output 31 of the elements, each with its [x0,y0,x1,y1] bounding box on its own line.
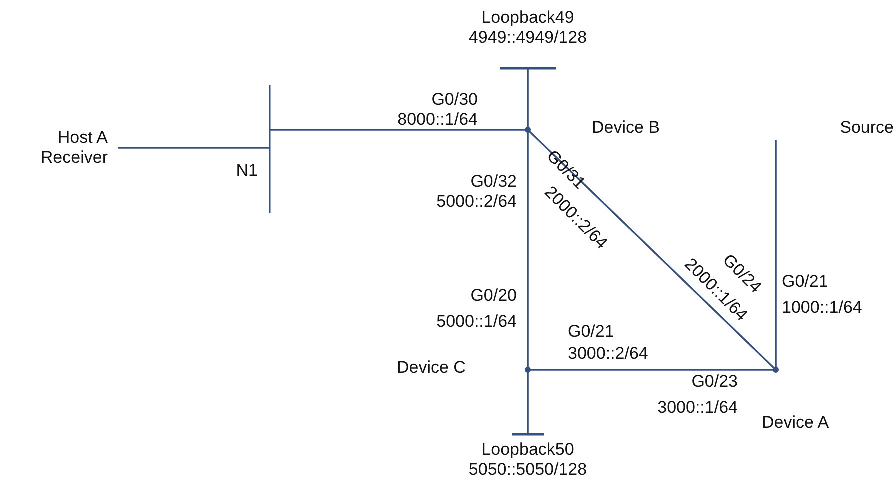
link-line [528,369,776,371]
node-label: Receiver [40,148,108,168]
interface-label: G0/23 [692,372,738,392]
interface-label: 8000::1/64 [398,110,478,130]
interface-label: G0/21 [782,272,828,292]
interface-label: 1000::1/64 [782,298,862,318]
interface-label: 3000::2/64 [568,344,648,364]
link-line [527,370,529,435]
node-label: Host A [58,128,108,148]
node-label: 4949::4949/128 [468,28,588,48]
device-label: Device B [592,118,660,138]
device-label: Device C [397,358,466,378]
interface-label: 5000::2/64 [436,192,517,212]
link-line [527,130,529,370]
interface-label: G0/30 [432,90,478,110]
node-label: Source [840,118,894,138]
node-label: N1 [236,161,258,181]
interface-label: G0/20 [470,286,517,306]
link-line [527,129,777,371]
link-line [775,140,777,370]
node-label: 5050::5050/128 [468,460,588,480]
interface-label: 3000::1/64 [658,398,738,418]
device-label: Device A [762,413,830,433]
interface-label: G0/21 [568,322,614,342]
link-line [118,147,270,149]
interface-label: G0/32 [470,172,517,192]
link-line [527,68,529,130]
node-label: Loopback50 [482,440,574,460]
link-line [270,129,528,131]
interface-label: 5000::1/64 [436,312,517,332]
node-label: Loopback49 [482,8,574,28]
